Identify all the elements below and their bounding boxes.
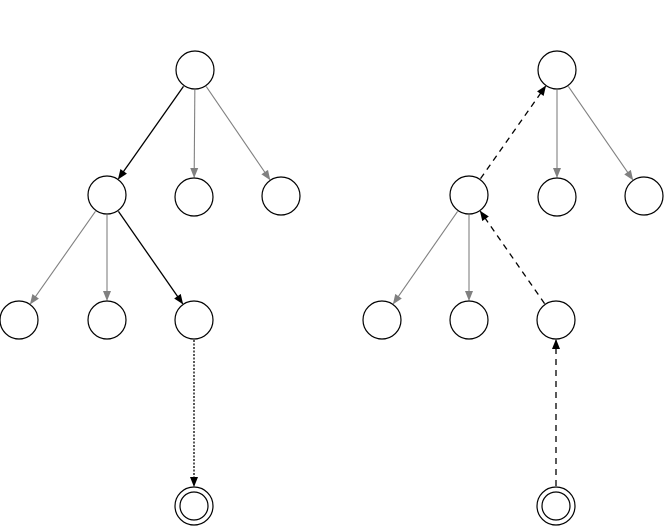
node-l1-left [87,175,127,215]
edge-l1-left-to-l2-left [392,211,459,305]
goal-node [536,486,576,526]
node-l2-right [536,300,576,340]
node-l2-left [362,300,402,340]
node-l2-mid [449,300,489,340]
goal-node [174,486,214,526]
edge-l1-left-to-l2-left [29,211,96,305]
node-l1-right [624,176,664,216]
node-root [537,50,577,90]
goal-node-inner-ring [179,491,209,521]
node-l2-mid [87,300,127,340]
edge-l2-right-to-l1-left-dashed [479,210,546,304]
node-l1-left [449,175,489,215]
edge-l1-left-to-l2-right [117,211,184,305]
node-l2-right [174,300,214,340]
edge-root-to-l1-left [117,85,185,180]
node-l1-mid [537,177,577,217]
edge-l1-left-to-root-dashed [479,85,547,180]
edge-root-to-l1-right [205,86,271,181]
edge-root-to-l1-right [567,86,634,181]
edge-root-to-l1-mid [190,89,199,178]
backtracking-tree [362,50,664,526]
forward-search-tree [0,50,301,526]
node-l2-left [0,300,39,340]
node-l1-mid [174,177,214,217]
node-root [175,50,215,90]
node-l1-right [261,176,301,216]
goal-node-inner-ring [541,491,571,521]
